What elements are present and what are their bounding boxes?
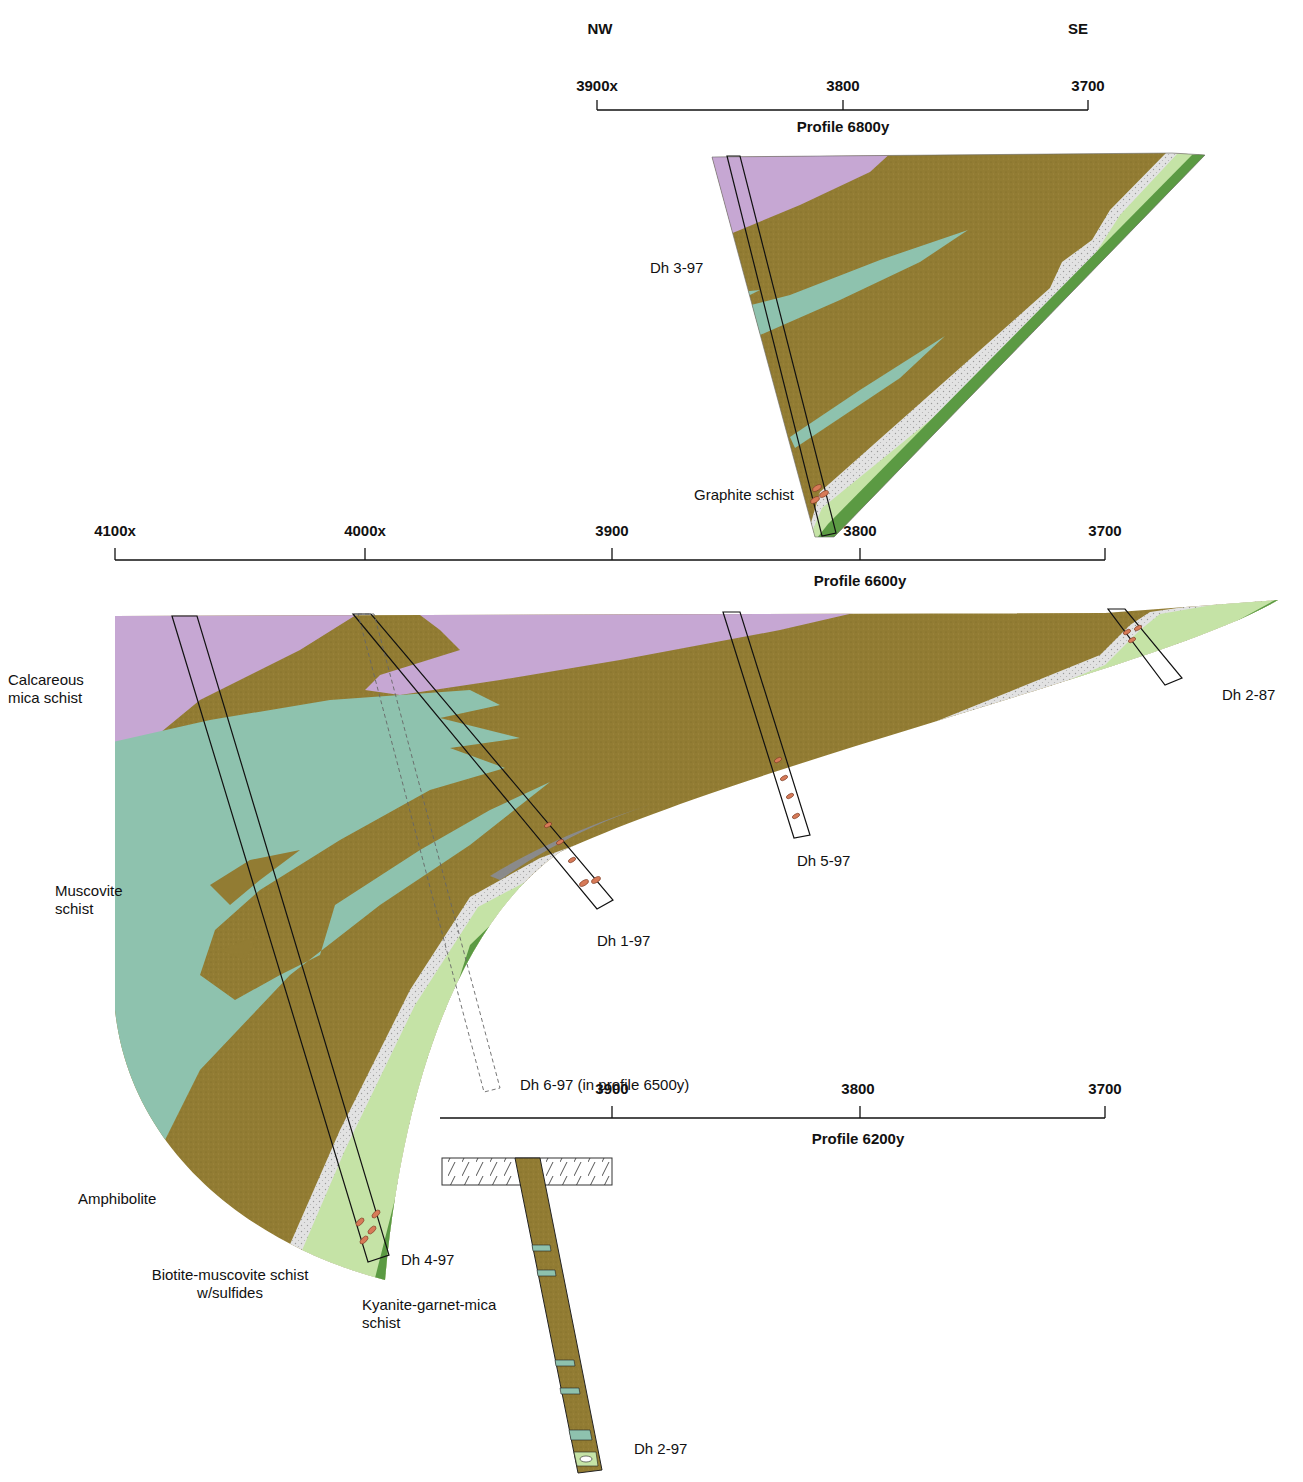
- scale-tick-label: 3800: [843, 522, 876, 540]
- drill-hole-label: Dh 1-97: [597, 932, 650, 950]
- drill-holes: [172, 609, 1182, 1262]
- drill-hole-label: Dh 2-87: [1222, 686, 1275, 704]
- unit-label: Kyanite-garnet-mica schist: [362, 1296, 497, 1332]
- scale-tick-label: 3700: [1088, 522, 1121, 540]
- unit-label: Muscovite schist: [55, 882, 135, 918]
- drill-hole-label: Dh 2-97: [634, 1440, 687, 1458]
- unit-label: Calcareous mica schist: [8, 671, 118, 707]
- scale-tick-label: 3800: [826, 77, 859, 95]
- compass-direction: NW: [588, 20, 613, 38]
- scale-tick-label: 4100x: [94, 522, 136, 540]
- drill-hole-label: Dh 5-97: [797, 852, 850, 870]
- drill-log: [515, 1158, 602, 1473]
- scale-tick-label: 3900: [595, 522, 628, 540]
- drill-hole-projected: [358, 614, 500, 1092]
- profile-title: Profile 6600y: [814, 572, 907, 590]
- unit-label: Biotite-muscovite schist w/sulfides: [150, 1266, 310, 1302]
- scale-tick-label: 4000x: [344, 522, 386, 540]
- drill-hole: [727, 156, 836, 536]
- sulfide-marks: [355, 624, 1143, 1245]
- section-6600y: [100, 590, 1300, 1400]
- compass-direction: SE: [1068, 20, 1088, 38]
- profile-title: Profile 6200y: [812, 1130, 905, 1148]
- scale-tick-label: 3800: [841, 1080, 874, 1098]
- scale-tick-label: 3900x: [576, 77, 618, 95]
- scale-tick-label: 3900: [595, 1080, 628, 1098]
- drill-hole-label: Dh 4-97: [401, 1251, 454, 1269]
- scale-tick-label: 3700: [1071, 77, 1104, 95]
- unit-label: Graphite schist: [694, 486, 794, 504]
- scale-tick-label: 3700: [1088, 1080, 1121, 1098]
- section-6800y: [690, 140, 1300, 560]
- scale-bars: [115, 100, 1105, 1118]
- unit-label: Amphibolite: [78, 1190, 156, 1208]
- profile-title: Profile 6800y: [797, 118, 890, 136]
- drill-hole-label: Dh 3-97: [650, 259, 703, 277]
